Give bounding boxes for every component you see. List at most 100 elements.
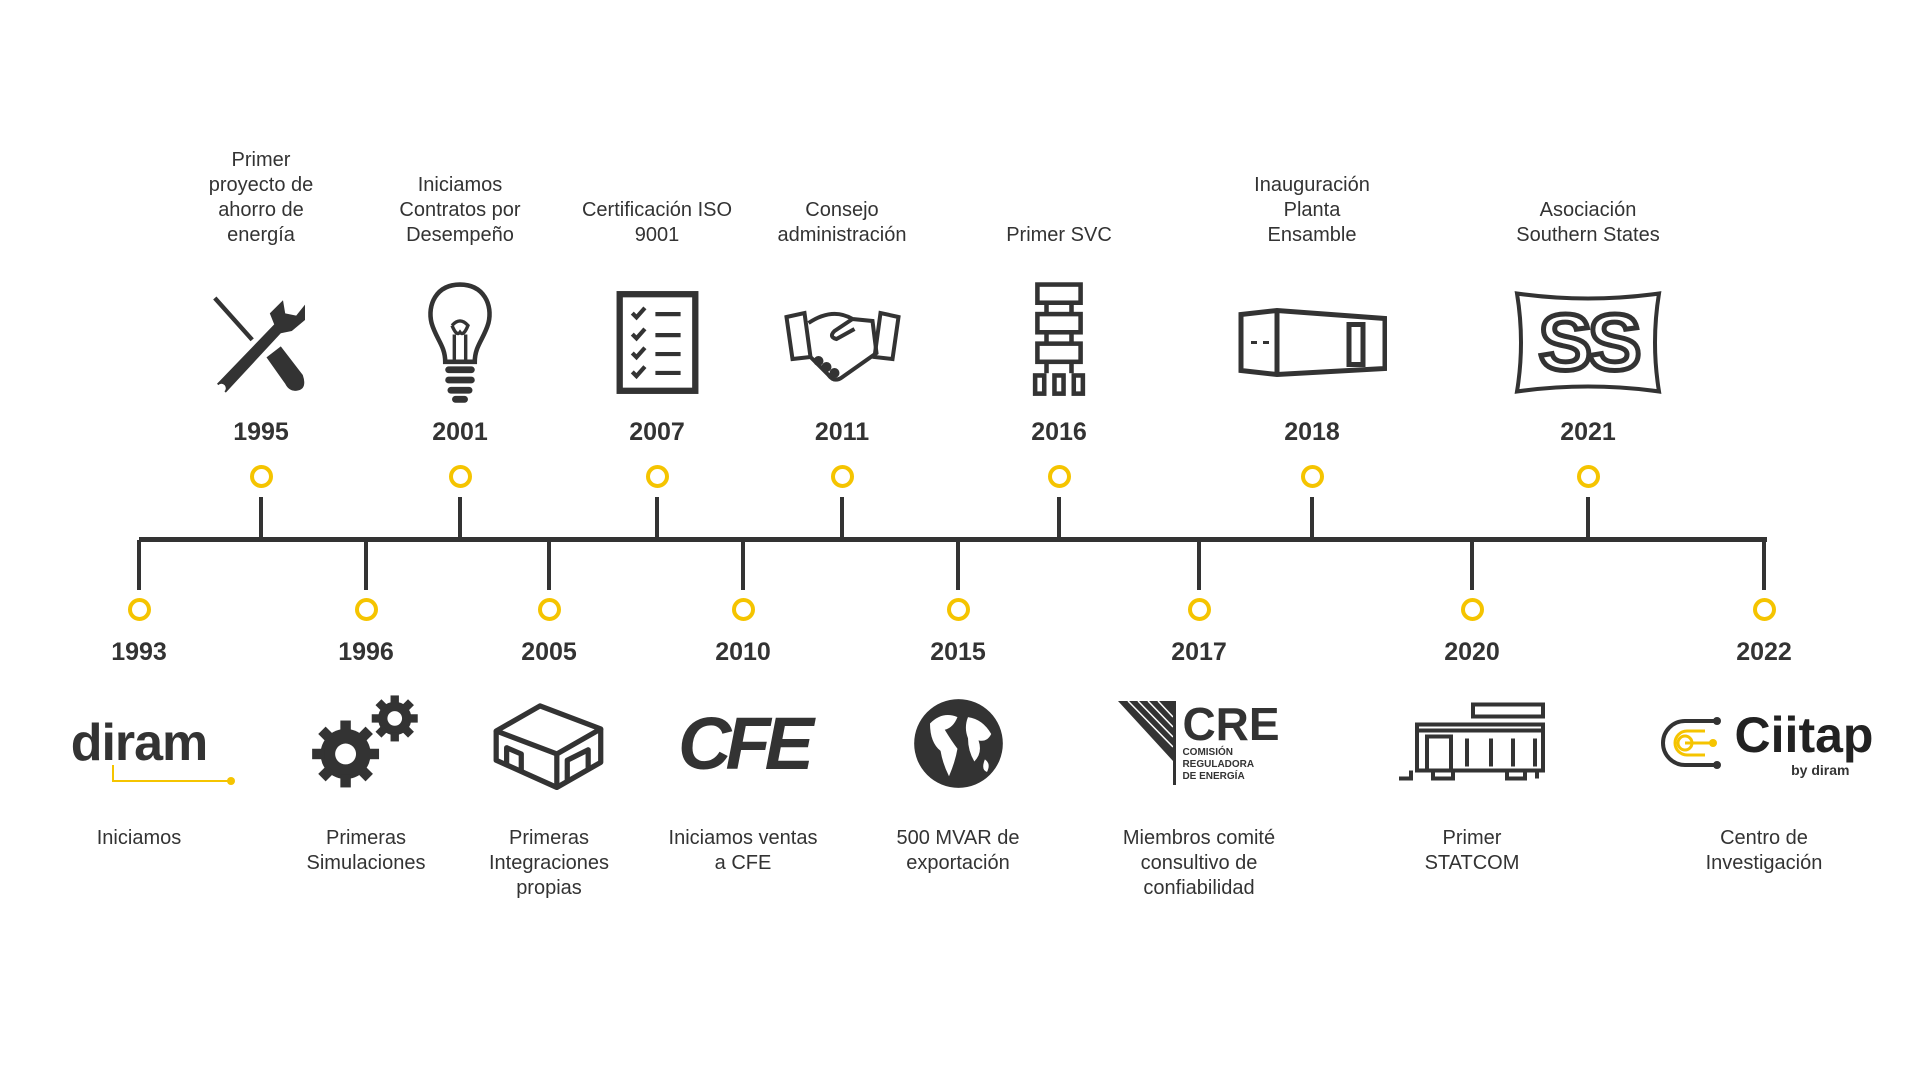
event-year: 2015 <box>930 638 986 666</box>
event-year: 2018 <box>1284 418 1340 446</box>
timeline-marker[interactable] <box>127 598 151 621</box>
handshake-icon <box>767 282 917 402</box>
cre-logo-subtext: REGULADORA <box>1182 759 1255 770</box>
event-label-line: Simulaciones <box>306 852 426 874</box>
cre-logo-subtext: COMISIÓN <box>1182 747 1233 758</box>
event-label-line: Consejo <box>805 199 879 221</box>
checklist-icon <box>582 282 732 402</box>
diram-logo-text: diram <box>70 714 209 772</box>
timeline-stem <box>1197 540 1201 590</box>
globe-icon <box>883 683 1033 803</box>
timeline-marker[interactable] <box>645 465 669 488</box>
event-label-line: energía <box>227 224 295 246</box>
event-label-line: exportación <box>906 852 1010 874</box>
event-label: Certificación ISO 9001 <box>557 198 757 248</box>
event-label-line: Primer SVC <box>1006 224 1112 246</box>
tools-icon <box>186 282 336 402</box>
diram-logo: diram <box>64 683 235 803</box>
timeline-stem <box>956 540 960 590</box>
warehouse-icon <box>474 683 624 803</box>
event-label-line: Investigación <box>1705 852 1823 874</box>
event-year: 2017 <box>1171 638 1227 666</box>
timeline-marker[interactable] <box>249 465 273 488</box>
timeline-marker[interactable] <box>1460 598 1484 621</box>
timeline-axis <box>139 537 1767 542</box>
timeline-stem <box>547 540 551 590</box>
timeline-stem <box>1470 540 1474 590</box>
timeline-stem <box>1057 497 1061 539</box>
timeline-stem <box>137 540 141 590</box>
timeline-stem <box>655 497 659 539</box>
timeline-stem <box>458 497 462 539</box>
event-year: 2001 <box>432 418 488 446</box>
southern-states-logo: SS <box>1513 282 1663 402</box>
event-label-line: Primeras <box>508 827 589 849</box>
event-label-line: Contratos por <box>399 199 521 221</box>
timeline-stem <box>741 540 745 590</box>
ciitap-logo-subtext: by diram <box>1791 762 1850 778</box>
event-label-line: Asociación <box>1539 199 1637 221</box>
event-label-line: STATCOM <box>1424 852 1520 874</box>
lightbulb-icon <box>385 281 535 403</box>
cfe-logo-text: CFE <box>678 701 814 785</box>
event-year: 1993 <box>111 638 167 666</box>
event-year: 1996 <box>338 638 394 666</box>
plant-icon <box>1237 282 1387 402</box>
ciitap-logo-text: Ciitap <box>1734 707 1874 763</box>
event-year: 2005 <box>521 638 577 666</box>
timeline-marker[interactable] <box>1300 465 1324 488</box>
event-year: 2021 <box>1560 418 1616 446</box>
timeline-stem <box>1310 497 1314 539</box>
timeline-marker[interactable] <box>354 598 378 621</box>
event-label: Consejo administración <box>742 198 942 248</box>
timeline-marker[interactable] <box>1752 598 1776 621</box>
event-label-line: proyecto de <box>208 174 314 196</box>
timeline-marker[interactable] <box>448 465 472 488</box>
event-year: 2020 <box>1444 638 1500 666</box>
event-label-line: Inauguración <box>1254 174 1370 196</box>
event-year: 2011 <box>814 418 870 446</box>
event-label-line: Iniciamos <box>96 827 182 849</box>
timeline-marker[interactable] <box>830 465 854 488</box>
event-year: 2010 <box>715 638 771 666</box>
event-label-line: Certificación ISO <box>581 199 733 221</box>
event-year: 1995 <box>233 418 289 446</box>
cfe-logo: CFE <box>668 683 818 803</box>
event-label-line: 500 MVAR de <box>896 827 1020 849</box>
event-year: 2007 <box>629 418 685 446</box>
event-label-line: ahorro de <box>218 199 304 221</box>
timeline-stem <box>840 497 844 539</box>
event-year: 2016 <box>1031 418 1087 446</box>
timeline-stem <box>364 540 368 590</box>
timeline-marker[interactable] <box>946 598 970 621</box>
event-label-line: Integraciones <box>488 852 610 874</box>
svc-icon <box>984 281 1134 402</box>
svg-text:SS: SS <box>1539 297 1639 386</box>
event-label-line: administración <box>777 224 907 246</box>
event-label-line: confiabilidad <box>1143 877 1255 899</box>
timeline-marker[interactable] <box>1576 465 1600 488</box>
event-label-line: Iniciamos <box>417 174 503 196</box>
timeline-stem <box>1586 497 1590 539</box>
timeline-marker[interactable] <box>537 598 561 621</box>
event-label-line: Primeras <box>325 827 406 849</box>
gears-icon <box>291 683 441 803</box>
event-label: 500 MVAR de exportación <box>858 826 1058 876</box>
timeline-marker[interactable] <box>731 598 755 621</box>
timeline-stem <box>1762 540 1766 590</box>
event-label-line: a CFE <box>714 852 772 874</box>
cre-logo-text: CRE <box>1182 698 1280 750</box>
timeline-marker[interactable] <box>1047 465 1071 488</box>
timeline-marker[interactable] <box>1187 598 1211 621</box>
event-label-line: 9001 <box>634 224 680 246</box>
event-label: Primer SVC <box>959 223 1159 248</box>
